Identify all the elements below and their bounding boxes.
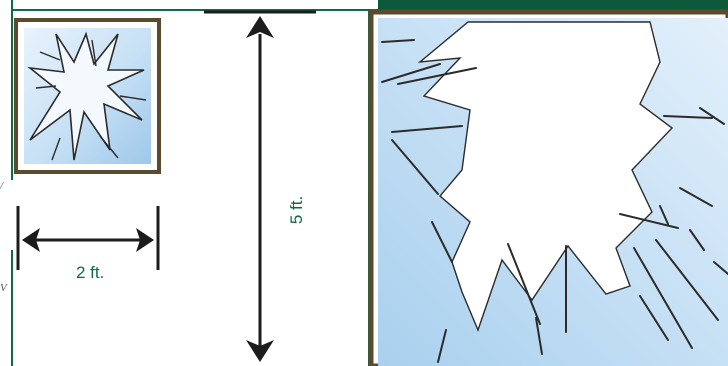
edge-mark-2: V xyxy=(0,282,7,294)
width-label: 2 ft. xyxy=(76,263,105,282)
width-dimension-arrow xyxy=(16,206,160,270)
height-label: 5 ft. xyxy=(287,195,307,225)
edge-mark-1: / xyxy=(0,180,4,192)
shattered-large-pane-icon xyxy=(368,9,728,366)
height-dimension-arrow xyxy=(204,10,316,362)
top-green-bar xyxy=(378,0,728,12)
shattered-small-pane-icon xyxy=(14,18,161,174)
